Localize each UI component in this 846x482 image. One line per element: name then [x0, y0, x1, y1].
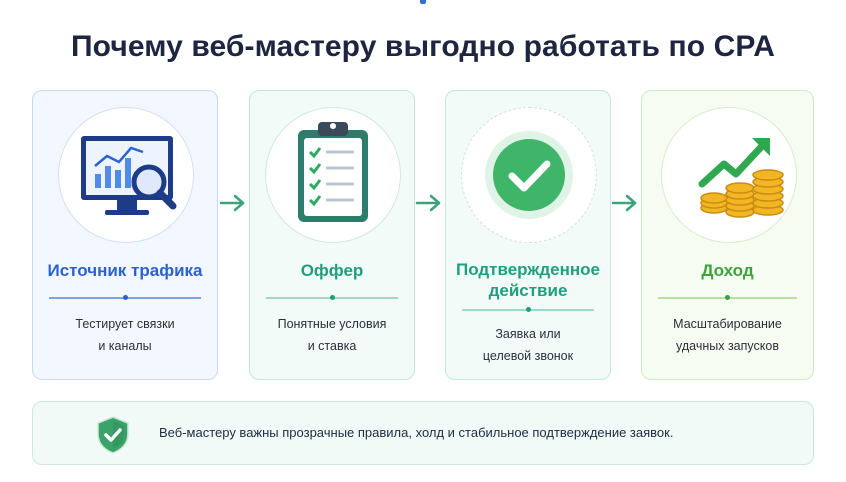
- icon-halo: [660, 107, 797, 243]
- coins-growth-arrow-icon: [698, 138, 784, 218]
- note-text: Веб-мастеру важны прозрачные правила, хо…: [159, 425, 674, 440]
- card-title: Подтвержденное действие: [455, 260, 600, 300]
- divider: [266, 295, 398, 300]
- monitor-chart-magnifier-icon: [81, 136, 177, 215]
- card-traffic-source: Источник трафика Тестирует связки и кана…: [32, 90, 218, 380]
- card-offer: Оффер Понятные условия и ставка: [249, 90, 415, 380]
- card-title: Источник трафика: [47, 261, 203, 280]
- card-confirmed-action: Подтвержденное действие Заявка или целев…: [445, 90, 611, 380]
- page-title: Почему веб-мастеру выгодно работать по C…: [71, 30, 775, 63]
- shield-check-icon: [97, 416, 129, 454]
- icon-halo: [265, 107, 401, 243]
- card-description: Тестирует связки и каналы: [75, 317, 175, 353]
- arrow-right-icon: [415, 194, 441, 212]
- card-title: Доход: [701, 261, 754, 280]
- check-circle-icon: [485, 131, 573, 219]
- divider: [658, 295, 797, 300]
- arrow-right-icon: [219, 194, 245, 212]
- card-description: Заявка или целевой звонок: [482, 327, 574, 363]
- divider: [462, 307, 594, 312]
- arrow-right-icon: [611, 194, 637, 212]
- top-marker: [420, 0, 426, 4]
- info-note: Веб-мастеру важны прозрачные правила, хо…: [32, 401, 814, 465]
- icon-halo: [58, 107, 194, 243]
- clipboard-checklist-icon: [298, 122, 368, 222]
- divider: [49, 295, 201, 300]
- card-description: Понятные условия и ставка: [277, 317, 387, 353]
- card-description: Масштабирование удачных запусков: [673, 317, 782, 353]
- icon-halo: [461, 107, 597, 243]
- card-title: Оффер: [300, 261, 364, 280]
- card-income: Доход Масштабирование удачных запусков: [641, 90, 814, 380]
